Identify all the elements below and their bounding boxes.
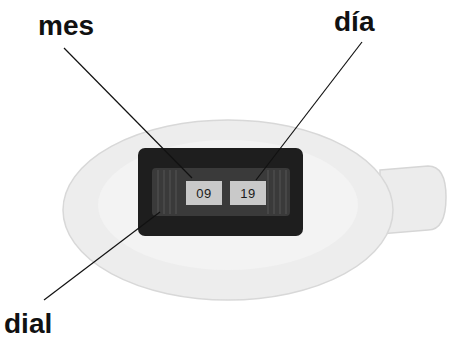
display-window: [138, 148, 303, 236]
leader-lines: [44, 42, 362, 300]
part-label: dial: [4, 310, 52, 338]
leader-line: [44, 212, 160, 300]
device-highlight: [98, 140, 358, 270]
display-digits: 19: [240, 187, 255, 200]
display-digits: 09: [196, 187, 211, 200]
device-body: [63, 120, 393, 300]
dial-cylinder: [152, 168, 290, 216]
month-plate: [186, 181, 222, 205]
part-label: mes: [38, 12, 94, 40]
leader-line: [256, 42, 362, 180]
day-plate: [230, 181, 266, 205]
part-label: día: [334, 8, 374, 36]
dial-ribs: [158, 170, 286, 214]
leader-line: [64, 48, 192, 178]
